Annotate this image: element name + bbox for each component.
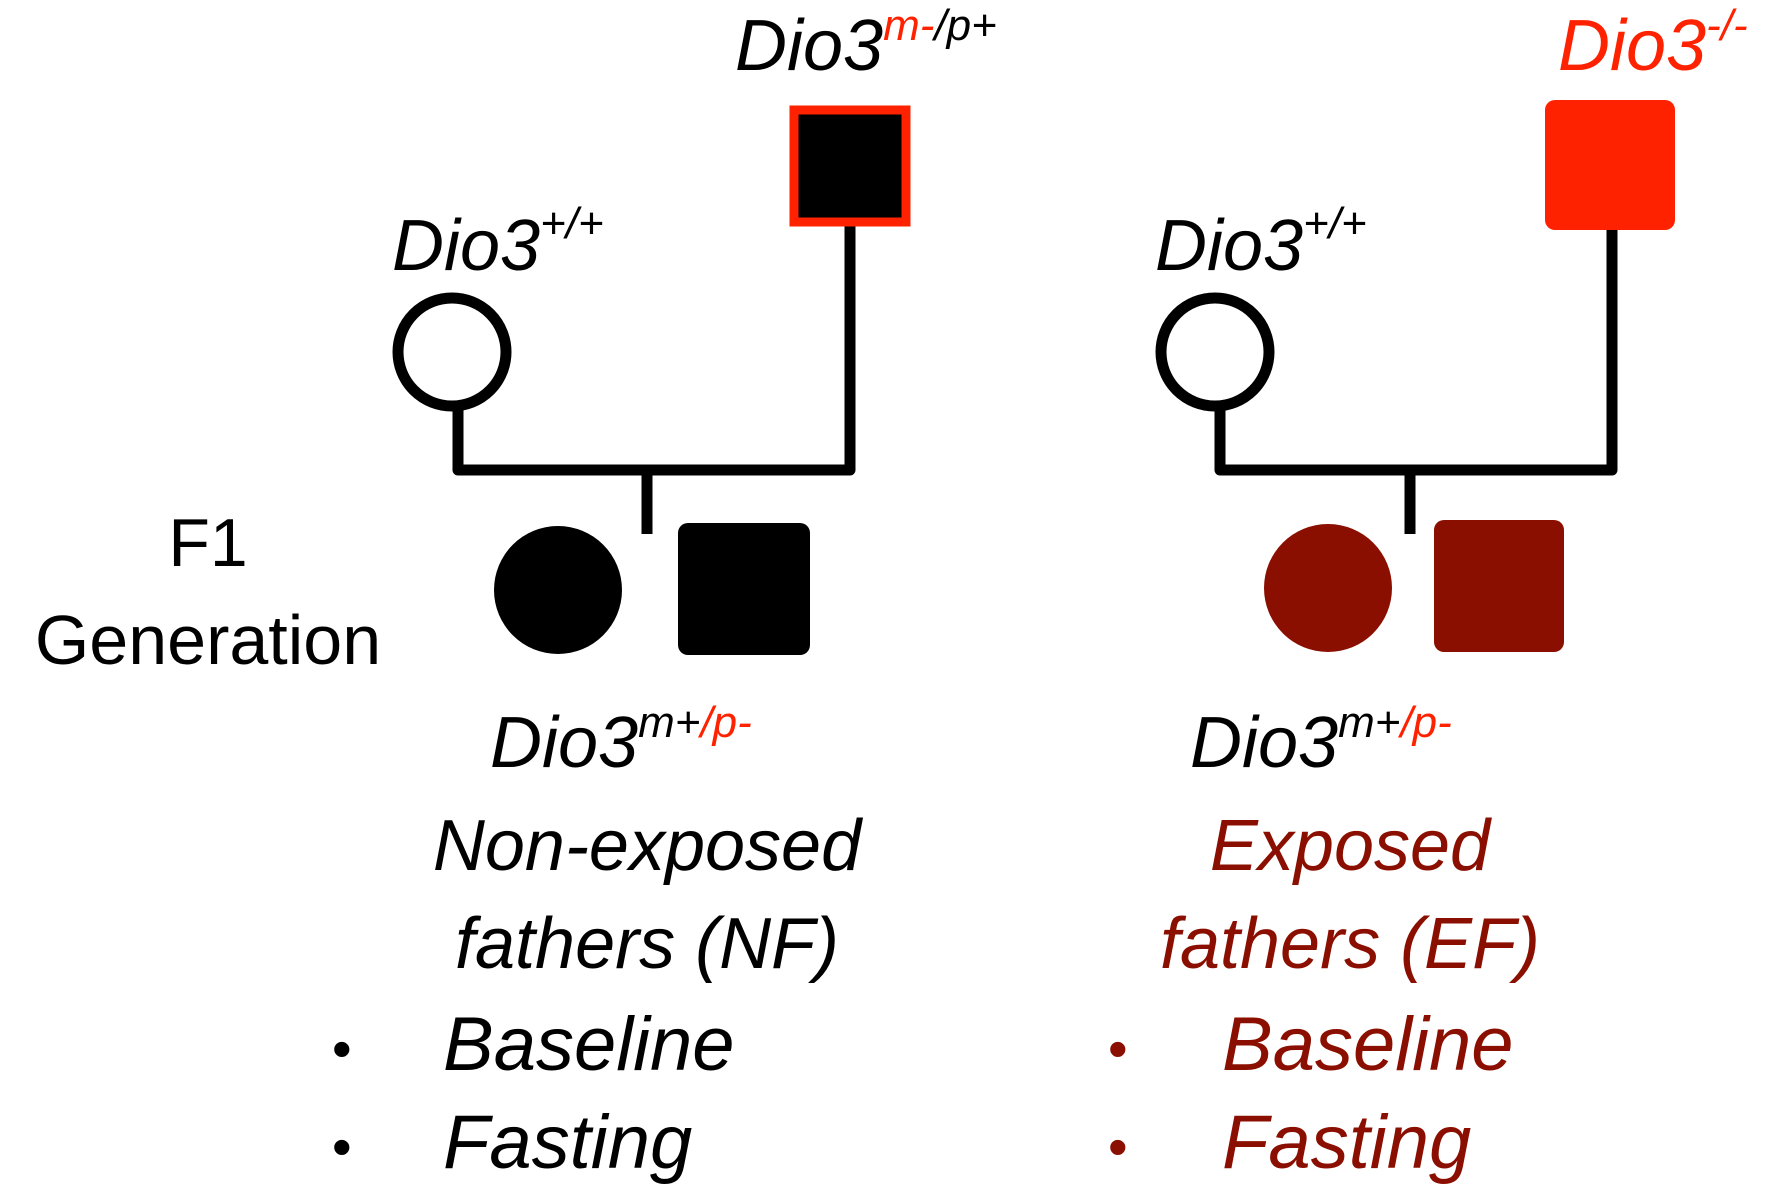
left-group-line2: fathers (NF) — [455, 904, 839, 984]
genotype-superscript: -/- — [1706, 1, 1748, 50]
generation-label-f1: F1 — [168, 505, 247, 581]
genotype-superscript: +/+ — [540, 199, 604, 248]
genotype-superscript-paternal: /p+ — [931, 1, 996, 50]
left-father-genotype: Dio3m-/p+ — [735, 1, 997, 86]
genotype-superscript-paternal: /p- — [697, 698, 751, 747]
genotype-base: Dio3 — [392, 206, 540, 286]
genotype-base: Dio3 — [1155, 206, 1303, 286]
right-father-symbol — [1545, 100, 1675, 230]
genotype-base: Dio3 — [735, 6, 883, 86]
generation-label-generation: Generation — [35, 601, 381, 679]
right-mother-line — [1214, 225, 1618, 476]
left-pedigree — [392, 105, 911, 655]
genotype-base: Dio3 — [1190, 703, 1338, 783]
left-mother-line — [452, 225, 856, 476]
left-mother-genotype: Dio3+/+ — [392, 199, 604, 286]
genotype-superscript-maternal: m- — [883, 1, 934, 50]
left-mother-symbol — [392, 292, 512, 412]
right-group-line2: fathers (EF) — [1160, 904, 1540, 984]
right-father-genotype: Dio3-/- — [1558, 1, 1748, 86]
left-son-symbol — [678, 523, 810, 655]
genotype-superscript-paternal: /p- — [1397, 698, 1451, 747]
left-bullet-1: • — [332, 1017, 352, 1080]
genotype-base: Dio3 — [1558, 6, 1706, 86]
right-daughter-symbol — [1264, 524, 1392, 652]
right-mother-symbol — [1155, 292, 1275, 412]
genotype-base: Dio3 — [490, 703, 638, 783]
left-bullet-2: • — [332, 1115, 352, 1178]
right-son-symbol — [1434, 520, 1564, 652]
right-condition-fasting: Fasting — [1222, 1100, 1471, 1185]
right-offspring-genotype: Dio3m+/p- — [1190, 698, 1452, 783]
left-offspring-genotype: Dio3m+/p- — [490, 698, 752, 783]
genotype-superscript-maternal: m+ — [638, 698, 700, 747]
right-group-line1: Exposed — [1210, 806, 1492, 886]
right-bullet-1: • — [1108, 1017, 1128, 1080]
left-condition-baseline: Baseline — [443, 1002, 735, 1087]
left-daughter-symbol — [494, 526, 622, 654]
right-condition-baseline: Baseline — [1222, 1002, 1514, 1087]
left-group-line1: Non-exposed — [433, 806, 863, 886]
right-mother-genotype: Dio3+/+ — [1155, 199, 1367, 286]
genotype-superscript: +/+ — [1303, 199, 1367, 248]
left-father-symbol — [789, 105, 911, 227]
genotype-superscript-maternal: m+ — [1338, 698, 1400, 747]
right-pedigree — [1155, 100, 1675, 652]
left-condition-fasting: Fasting — [443, 1100, 692, 1185]
right-bullet-2: • — [1108, 1115, 1128, 1178]
